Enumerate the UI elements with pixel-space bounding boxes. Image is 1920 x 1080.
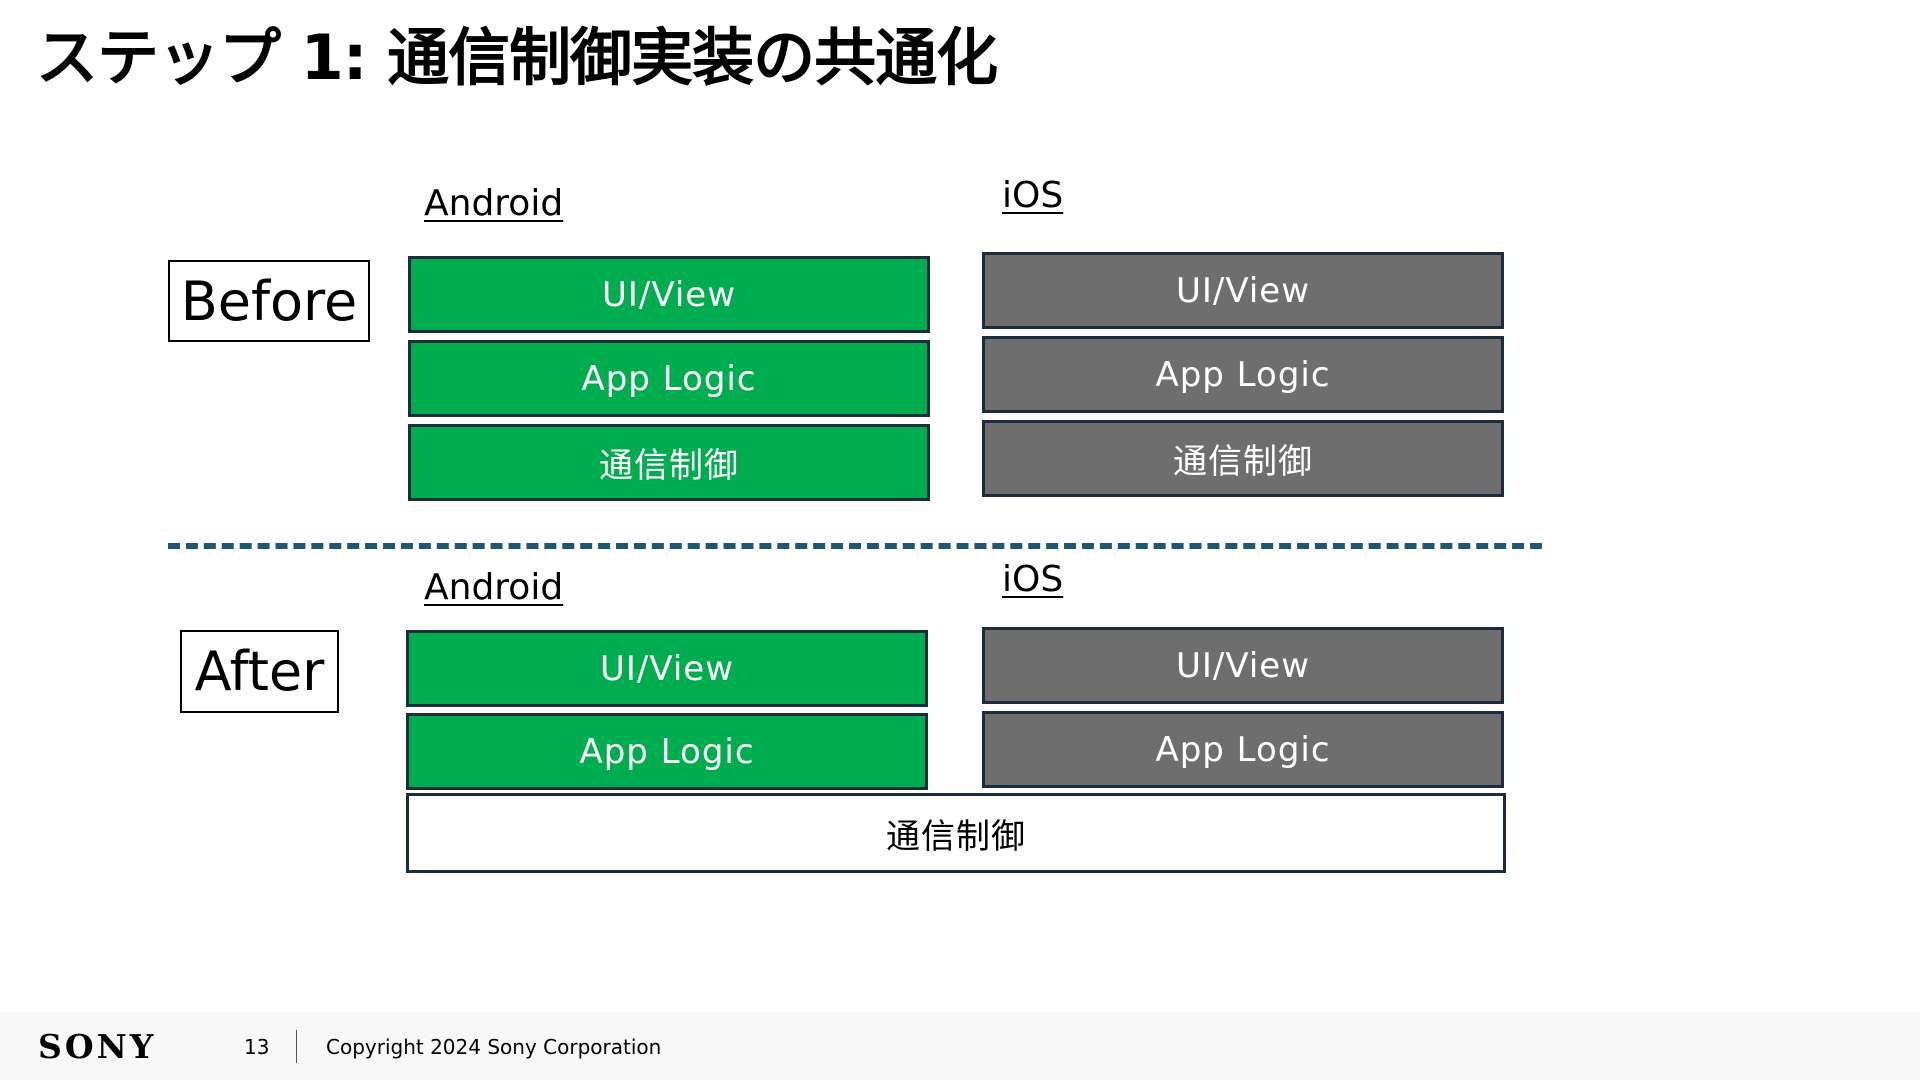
after-android-app-logic-layer: App Logic [406,713,928,790]
after-label: After [180,630,339,713]
after-ios-app-logic-layer: App Logic [982,711,1504,788]
after-ios-label: iOS [1002,559,1064,600]
copyright-text: Copyright 2024 Sony Corporation [326,1035,662,1059]
section-divider [168,543,1542,549]
after-android-ui-view-layer: UI/View [406,630,928,707]
before-ios-ui-view-layer: UI/View [982,252,1504,329]
before-android-label: Android [424,183,564,224]
footer-separator [296,1030,297,1063]
after-shared-network-layer: 通信制御 [406,793,1506,873]
before-ios-label: iOS [1002,175,1064,216]
after-android-label: Android [424,567,564,608]
footer-bar [0,1012,1920,1080]
before-android-app-logic-layer: App Logic [408,340,930,417]
page-number: 13 [244,1035,270,1059]
slide-title: ステップ 1: 通信制御実装の共通化 [36,21,998,94]
before-label: Before [168,260,370,342]
before-ios-network-layer: 通信制御 [982,420,1504,497]
before-android-ui-view-layer: UI/View [408,256,930,333]
after-ios-ui-view-layer: UI/View [982,627,1504,704]
before-ios-app-logic-layer: App Logic [982,336,1504,413]
before-android-network-layer: 通信制御 [408,424,930,501]
sony-logo: SONY [38,1027,157,1066]
